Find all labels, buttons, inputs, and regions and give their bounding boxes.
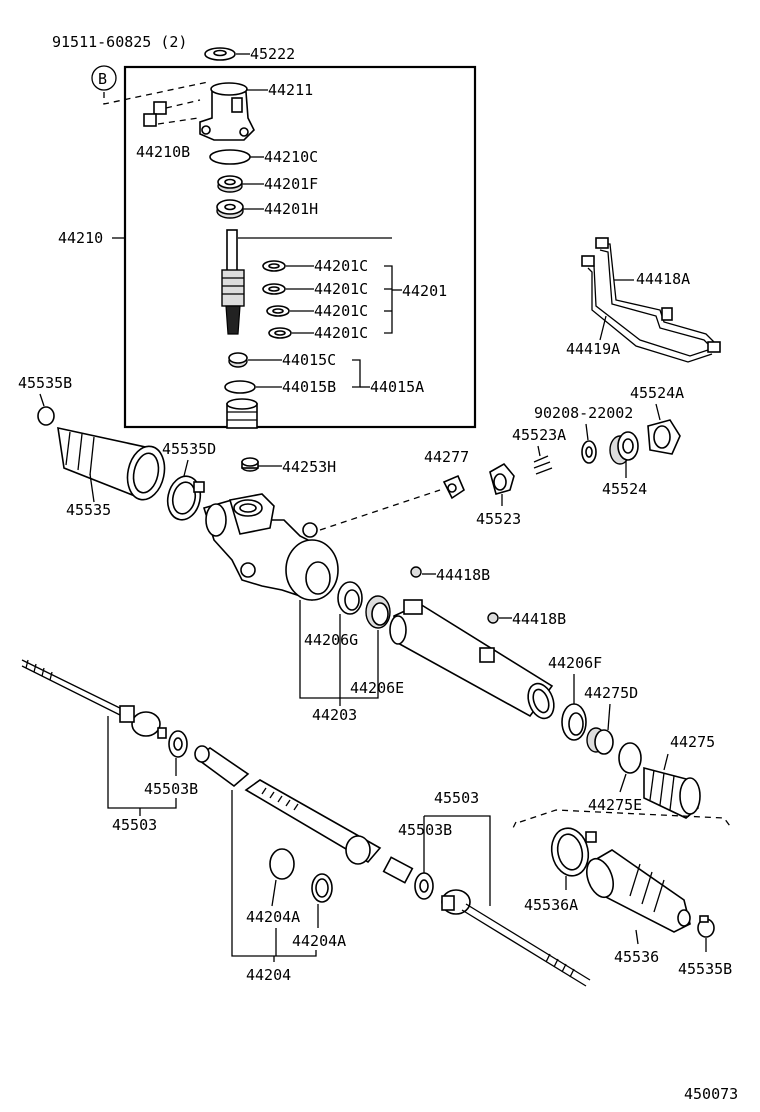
part-45536-boot-drawing	[586, 849, 691, 933]
part-45503-right-tierod	[441, 889, 591, 987]
cylinder-tube-drawing	[389, 599, 555, 720]
label-44204A-1: 44204A	[246, 908, 300, 926]
part-44015B-drawing	[224, 380, 256, 394]
part-45536A-clamp	[550, 827, 597, 877]
part-44206G-drawing	[337, 581, 363, 615]
part-44203-housing-drawing	[202, 493, 339, 601]
label-44203: 44203	[312, 706, 357, 724]
label-44206E: 44206E	[350, 679, 404, 697]
part-45222-drawing	[204, 47, 236, 61]
bolt-callout: 91511-60825 (2)	[52, 33, 187, 51]
part-44418B-1	[410, 566, 422, 578]
label-45503B-left: 45503B	[144, 780, 198, 798]
part-44206E-drawing	[365, 595, 391, 629]
label-45524: 45524	[602, 480, 647, 498]
label-44210C: 44210C	[264, 148, 318, 166]
part-44275D-drawing	[586, 727, 614, 755]
label-45523A: 45523A	[512, 426, 566, 444]
part-44201H-drawing	[216, 199, 244, 219]
label-44201H: 44201H	[264, 200, 318, 218]
label-44418B-1: 44418B	[436, 566, 490, 584]
label-44211: 44211	[268, 81, 313, 99]
part-44277-drawing	[442, 474, 465, 500]
part-45535-boot-drawing	[57, 426, 166, 501]
valve-shaft-drawing	[221, 229, 245, 335]
label-45503B-right: 45503B	[398, 821, 452, 839]
part-90208-washer	[581, 440, 597, 464]
label-44418A: 44418A	[636, 270, 690, 288]
part-44253H-drawing	[241, 457, 259, 472]
part-44201C-rings	[262, 260, 292, 339]
label-44201C-3: 44201C	[314, 302, 368, 320]
label-45536A: 45536A	[524, 896, 578, 914]
label-45535B-top: 45535B	[18, 374, 72, 392]
label-45523: 45523	[476, 510, 521, 528]
label-44201: 44201	[402, 282, 447, 300]
part-45503B-right-ring	[414, 872, 434, 900]
label-44204A-2: 44204A	[292, 932, 346, 950]
label-45535B-bottom: 45535B	[678, 960, 732, 978]
label-45536: 45536	[614, 948, 659, 966]
part-44418B-2	[487, 612, 499, 624]
valve-assembly-box	[123, 65, 477, 429]
label-44253H: 44253H	[282, 458, 336, 476]
label-44206G: 44206G	[304, 631, 358, 649]
label-44201C-4: 44201C	[314, 324, 368, 342]
part-45503-left-tierod	[21, 659, 167, 739]
label-44275D: 44275D	[584, 684, 638, 702]
label-45535: 45535	[66, 501, 111, 519]
sheet-reference: 450073	[684, 1085, 738, 1103]
part-44210C-drawing	[209, 149, 251, 165]
label-44015A: 44015A	[370, 378, 424, 396]
part-44204A-1-drawing	[269, 848, 295, 880]
part-45523A-spring	[533, 455, 553, 475]
marker-b-letter: B	[98, 70, 107, 88]
label-44015B: 44015B	[282, 378, 336, 396]
label-44210B: 44210B	[136, 143, 190, 161]
label-45503-left: 45503	[112, 816, 157, 834]
label-44210: 44210	[58, 229, 103, 247]
label-44206F: 44206F	[548, 654, 602, 672]
part-44201F-drawing	[217, 175, 243, 193]
label-44201C-2: 44201C	[314, 280, 368, 298]
part-44210B-drawing	[143, 101, 167, 127]
part-44204-rack	[194, 745, 414, 884]
part-44275-drawing	[643, 766, 701, 819]
part-44204A-2-drawing	[311, 873, 333, 903]
part-45535B-clamp-top	[37, 406, 55, 426]
part-44211-drawing	[199, 82, 255, 141]
part-44015A-drawing	[226, 398, 258, 429]
label-44277: 44277	[424, 448, 469, 466]
part-44015C-drawing	[228, 352, 248, 368]
pipe-lines-drawing	[581, 237, 721, 363]
part-45503B-left-ring	[168, 730, 188, 758]
part-45523-drawing	[489, 462, 515, 495]
label-45222: 45222	[250, 45, 295, 63]
label-44201C-1: 44201C	[314, 257, 368, 275]
label-44419A: 44419A	[566, 340, 620, 358]
label-44204: 44204	[246, 966, 291, 984]
label-44418B-2: 44418B	[512, 610, 566, 628]
part-44275E-drawing	[618, 742, 642, 774]
label-44201F: 44201F	[264, 175, 318, 193]
label-45524A: 45524A	[630, 384, 684, 402]
label-44015C: 44015C	[282, 351, 336, 369]
part-45535D-clamp	[166, 475, 205, 521]
label-44275: 44275	[670, 733, 715, 751]
label-45503-right: 45503	[434, 789, 479, 807]
part-45535B-clamp-bottom	[697, 915, 715, 938]
part-45524A-drawing	[647, 419, 681, 455]
part-44206F-drawing	[561, 703, 587, 741]
label-90208-22002: 90208-22002	[534, 404, 633, 422]
marker-b-icon	[91, 65, 117, 91]
part-45524-drawing	[609, 431, 639, 465]
label-44275E: 44275E	[588, 796, 642, 814]
label-45535D: 45535D	[162, 440, 216, 458]
